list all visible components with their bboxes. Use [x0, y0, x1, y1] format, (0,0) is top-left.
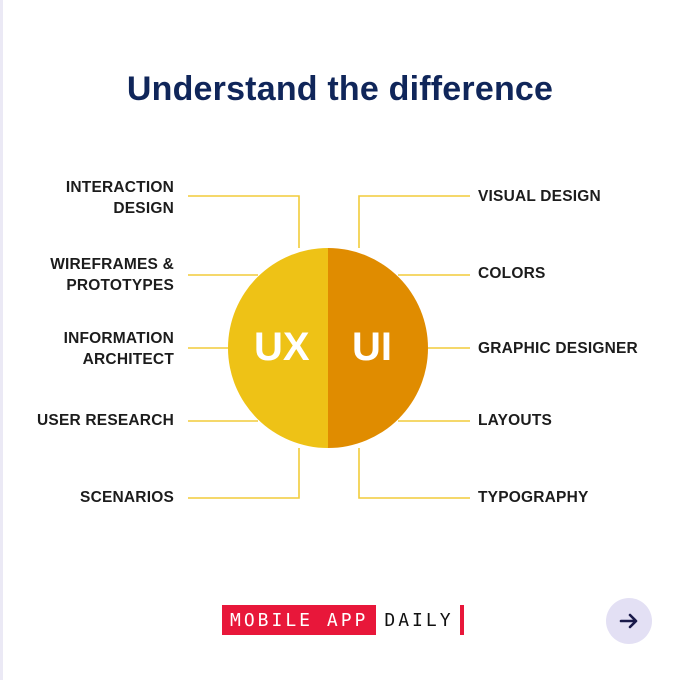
- ui-item-line: COLORS: [478, 265, 546, 282]
- ux-item-line: USER RESEARCH: [37, 412, 174, 429]
- logo-daily: DAILY: [384, 609, 454, 631]
- ux-item-user-research: USER RESEARCH: [37, 410, 174, 431]
- logo-mobile-app: MOBILE APP: [222, 605, 377, 635]
- ux-item-line: SCENARIOS: [80, 489, 174, 506]
- ui-item-layouts: LAYOUTS: [478, 410, 552, 431]
- ux-connector-1: [188, 195, 300, 248]
- ui-item-colors: COLORS: [478, 263, 546, 284]
- arrow-right-icon: [619, 613, 638, 629]
- ui-connector-1: [358, 195, 470, 248]
- ux-item-line: DESIGN: [113, 200, 174, 217]
- page-title: Understand the difference: [126, 70, 554, 108]
- ui-connectors: [358, 195, 470, 499]
- left-edge-strip: [0, 0, 3, 680]
- ux-item-line: ARCHITECT: [82, 351, 174, 368]
- ux-item-line: WIREFRAMES &: [50, 256, 174, 273]
- ui-half-circle: [328, 248, 428, 448]
- next-button[interactable]: [606, 598, 652, 644]
- logo-accent-bar: [459, 605, 464, 635]
- ui-item-line: LAYOUTS: [478, 412, 553, 429]
- ui-item-line: VISUAL DESIGN: [478, 188, 601, 205]
- ux-item-line: INFORMATION: [63, 330, 174, 347]
- ux-item-information-architect: INFORMATION ARCHITECT: [64, 328, 174, 370]
- ui-item-typography: TYPOGRAPHY: [478, 487, 589, 508]
- ui-item-graphic-designer: GRAPHIC DESIGNER: [478, 338, 638, 359]
- ui-connector-5: [358, 448, 470, 499]
- mobile-app-daily-logo: MOBILE APP DAILY: [222, 605, 464, 635]
- ux-item-line: PROTOTYPES: [66, 277, 174, 294]
- ux-item-wireframes: WIREFRAMES & PROTOTYPES: [50, 254, 174, 296]
- ui-item-line: GRAPHIC DESIGNER: [478, 340, 638, 357]
- ui-item-line: TYPOGRAPHY: [478, 489, 589, 506]
- ux-item-line: INTERACTION: [65, 179, 174, 196]
- ux-item-scenarios: SCENARIOS: [80, 487, 174, 508]
- ux-circle-label: UX: [254, 325, 310, 369]
- ux-half-circle: [228, 248, 328, 448]
- ux-item-interaction-design: INTERACTION DESIGN: [66, 177, 174, 219]
- ux-connector-5: [188, 448, 300, 499]
- ux-connectors: [188, 195, 300, 499]
- ui-item-visual-design: VISUAL DESIGN: [478, 186, 601, 207]
- ui-circle-label: UI: [352, 325, 392, 369]
